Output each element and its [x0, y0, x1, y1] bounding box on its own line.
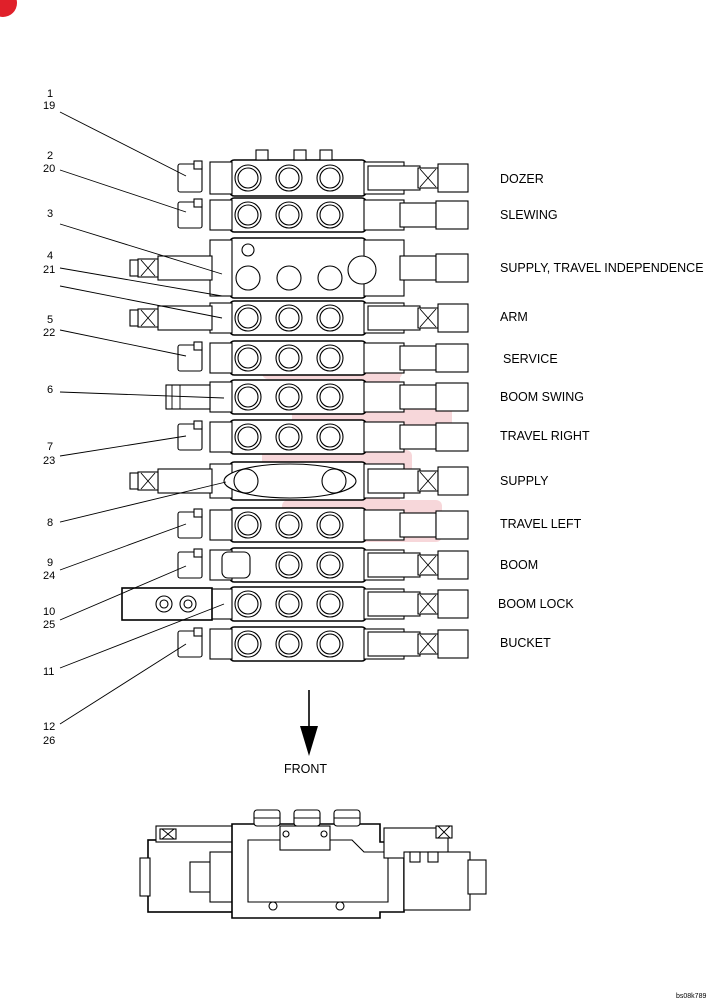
callout-8: 8 [47, 517, 53, 529]
callout-12: 12 [43, 721, 55, 733]
valve-section-slewing [177, 197, 469, 233]
label-supply-travel-independence: SUPPLY, TRAVEL INDEPENDENCE [500, 261, 704, 275]
valve-section-supply-travel-independence [129, 237, 469, 299]
valve-section-boom-swing [165, 379, 469, 415]
valve-section-supply [129, 461, 469, 501]
valve-stack [121, 149, 469, 662]
callout-2: 2 [47, 150, 53, 162]
label-supply: SUPPLY [500, 474, 549, 488]
callout-7: 7 [47, 441, 53, 453]
valve-side-view [139, 809, 487, 919]
callout-4: 4 [47, 250, 53, 262]
corner-badge-icon [0, 0, 17, 17]
callout-6: 6 [47, 384, 53, 396]
label-service: SERVICE [503, 352, 558, 366]
valve-section-boom-lock [121, 586, 469, 622]
callout-10: 10 [43, 606, 55, 618]
callout-3: 3 [47, 208, 53, 220]
label-arm: ARM [500, 310, 528, 324]
front-arrow-icon [300, 690, 318, 756]
callout-11: 11 [43, 666, 54, 678]
valve-section-bucket [177, 626, 469, 662]
callout-24: 24 [43, 570, 55, 582]
valve-section-arm [129, 300, 469, 336]
label-boom-lock: BOOM LOCK [498, 597, 574, 611]
label-travel-right: TRAVEL RIGHT [500, 429, 590, 443]
label-dozer: DOZER [500, 172, 544, 186]
label-slewing: SLEWING [500, 208, 558, 222]
valve-section-dozer [177, 159, 469, 197]
valve-section-service [177, 340, 469, 376]
valve-section-travel-left [177, 507, 469, 543]
figure-reference: bs08k789 [676, 993, 706, 1000]
front-label: FRONT [284, 762, 327, 776]
callout-9: 9 [47, 557, 53, 569]
callout-25: 25 [43, 619, 55, 631]
leader-lines [59, 111, 227, 725]
callout-20: 20 [43, 163, 55, 175]
label-boom-swing: BOOM SWING [500, 390, 584, 404]
label-travel-left: TRAVEL LEFT [500, 517, 582, 531]
label-boom: BOOM [500, 558, 538, 572]
callout-21: 21 [43, 264, 55, 276]
callout-26: 26 [43, 735, 55, 747]
valve-section-boom [177, 547, 469, 583]
callout-5: 5 [47, 314, 53, 326]
callout-19: 19 [43, 100, 55, 112]
callout-22: 22 [43, 327, 55, 339]
label-bucket: BUCKET [500, 636, 551, 650]
callout-23: 23 [43, 455, 55, 467]
valve-section-travel-right [177, 419, 469, 455]
callout-1: 1 [47, 88, 53, 100]
